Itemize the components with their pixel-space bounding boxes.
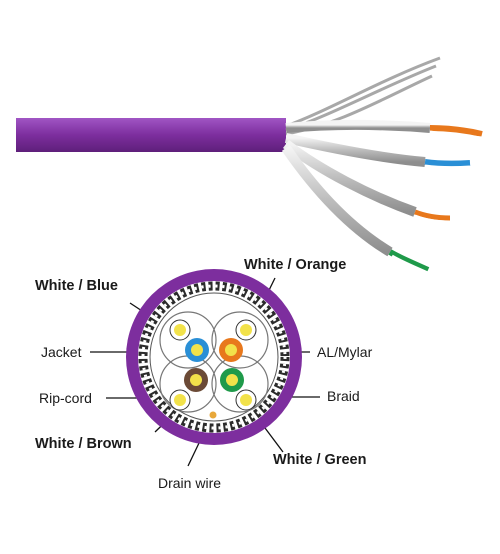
- foil-ring: [149, 292, 279, 422]
- label-drain-wire: Drain wire: [158, 475, 222, 491]
- label-white-brown: White / Brown: [35, 436, 132, 452]
- foil-pairs: [281, 120, 431, 257]
- cable-jacket-shape: [16, 118, 286, 152]
- label-white-blue: White / Blue: [35, 278, 118, 294]
- label-braid: Braid: [327, 388, 360, 404]
- label-jacket: Jacket: [41, 344, 82, 360]
- label-rip-cord: Rip-cord: [39, 390, 92, 406]
- label-al-mylar: AL/Mylar: [317, 344, 373, 360]
- label-white-green: White / Green: [273, 452, 367, 468]
- label-white-orange: White / Orange: [244, 257, 347, 273]
- conductors: [169, 319, 257, 411]
- cable-illustration-icon: [16, 56, 483, 276]
- drain-wire-dot: [209, 411, 217, 419]
- pair-tips: [388, 125, 483, 276]
